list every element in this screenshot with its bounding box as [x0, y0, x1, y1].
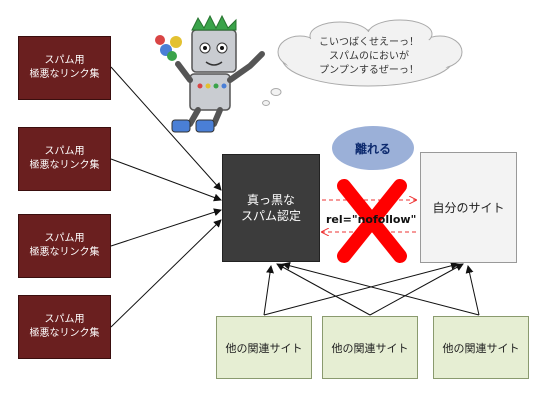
separate-bubble: 離れる: [332, 126, 414, 170]
red-x-mark-icon: [337, 179, 407, 263]
spam-link-box-1: スパム用 極悪なリンク集: [18, 36, 111, 100]
related-site-box-2: 他の関連サイト: [322, 316, 418, 379]
my-site-box: 自分のサイト: [420, 152, 517, 263]
thought-cloud-icon: [262, 19, 463, 106]
related-site-box-3: 他の関連サイト: [433, 316, 529, 379]
speech-cloud-text: こいつばくせえーっ！ スパムのにおいが プンプンするぜーっ！: [319, 37, 419, 76]
spam-link-box-4: スパム用 極悪なリンク集: [18, 295, 111, 359]
black-spam-site-box: 真っ黒な スパム認定: [222, 154, 320, 262]
spam-link-box-2: スパム用 極悪なリンク集: [18, 127, 111, 191]
nofollow-label: rel="nofollow": [326, 213, 417, 226]
spam-link-box-3: スパム用 極悪なリンク集: [18, 214, 111, 278]
related-site-box-1: 他の関連サイト: [216, 316, 312, 379]
robot-mascot-icon: [155, 14, 265, 133]
